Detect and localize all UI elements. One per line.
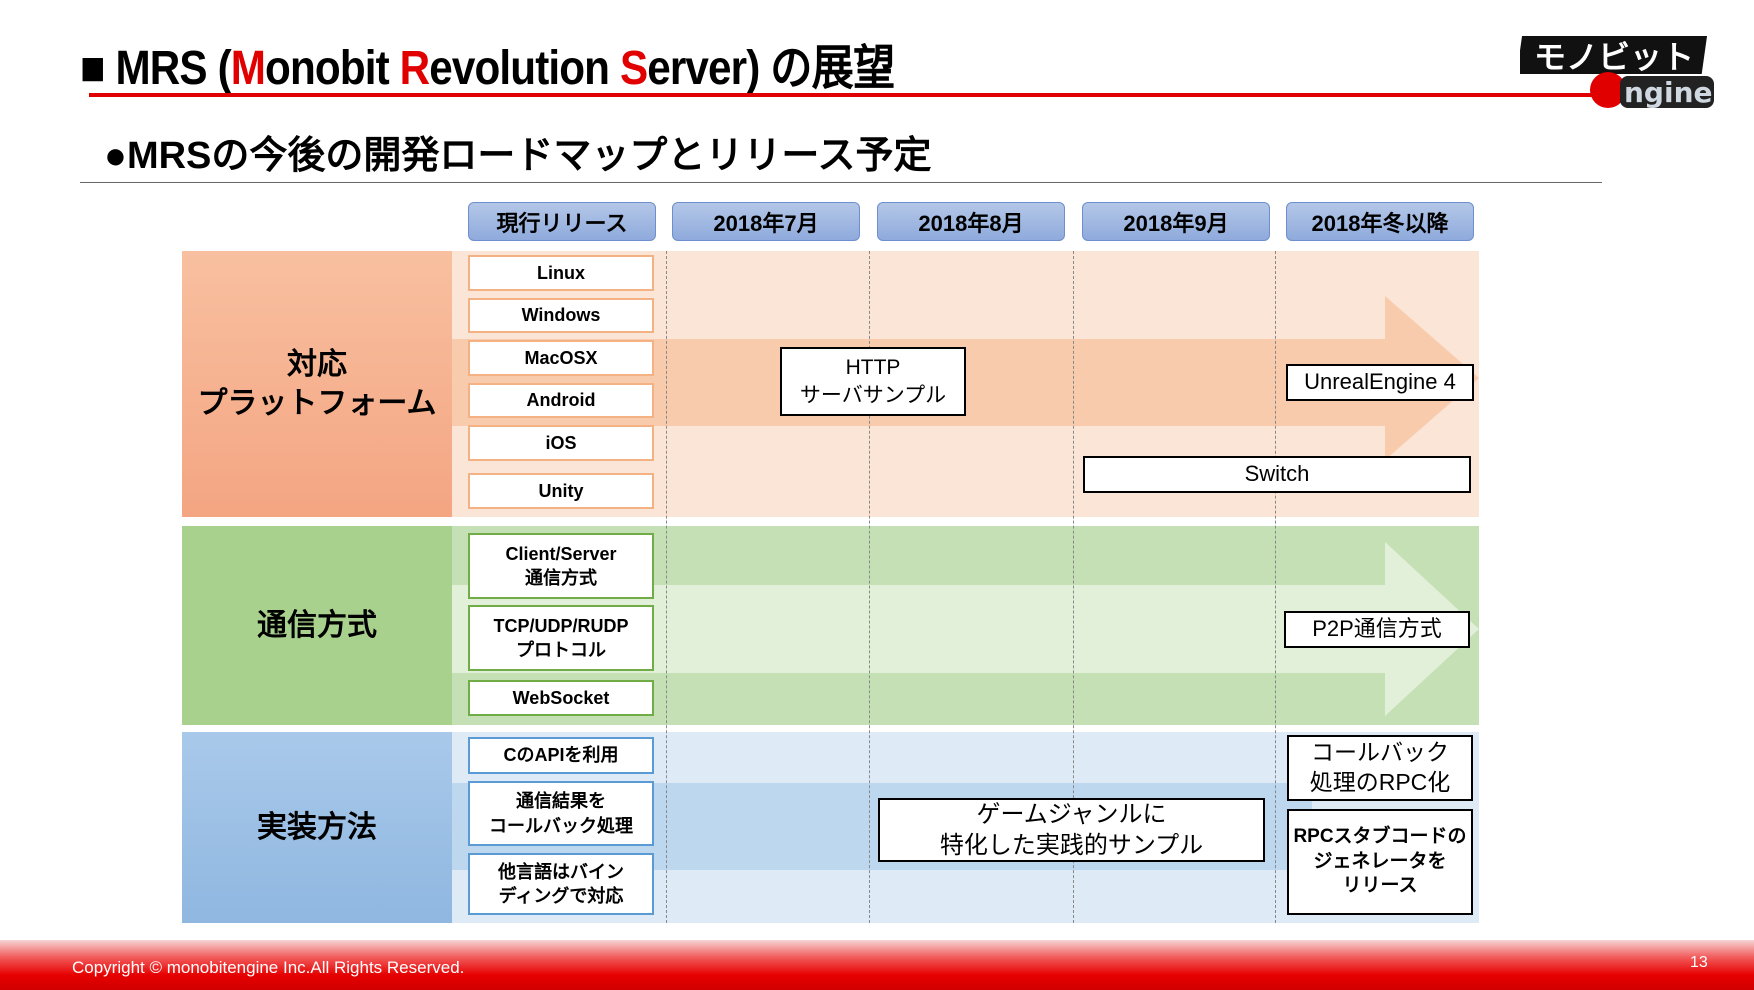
divider <box>80 182 1602 183</box>
platform-label: 対応プラットフォーム <box>182 251 452 517</box>
column-header-2018-08: 2018年8月 <box>877 202 1065 241</box>
platform-item: Windows <box>468 298 654 333</box>
svg-text:ngine: ngine <box>1624 76 1713 109</box>
impl-item: CのAPIを利用 <box>468 737 654 774</box>
column-header-2018-winter: 2018年冬以降 <box>1286 202 1474 241</box>
impl-item: 通信結果をコールバック処理 <box>468 781 654 846</box>
impl-item: 他言語はバインディングで対応 <box>468 853 654 915</box>
subtitle: ●MRSの今後の開発ロードマップとリリース予定 <box>104 135 932 177</box>
game-genre-sample-note: ゲームジャンルに特化した実践的サンプル <box>878 798 1265 862</box>
page-number: 13 <box>1690 954 1708 971</box>
column-divider <box>666 251 667 923</box>
comm-item: WebSocket <box>468 680 654 716</box>
comm-label: 通信方式 <box>182 526 452 725</box>
rpc-stub-generator-note: RPCスタブコードのジェネレータをリリース <box>1287 809 1473 915</box>
platform-item: Android <box>468 383 654 418</box>
svg-text:モノビット: モノビット <box>1534 38 1694 76</box>
monobit-engine-logo: モノビット ngine <box>1520 36 1714 109</box>
rpc-callback-note: コールバック処理のRPC化 <box>1287 735 1473 801</box>
column-divider <box>1275 251 1276 923</box>
footer-bar <box>0 940 1754 990</box>
copyright: Copyright © monobitengine Inc.All Rights… <box>72 958 465 977</box>
impl-label: 実装方法 <box>182 732 452 923</box>
comm-arrow <box>452 542 1479 716</box>
platform-item: Linux <box>468 255 654 291</box>
platform-item: MacOSX <box>468 340 654 376</box>
page-title: ■ MRS (Monobit Revolution Server) の展望 <box>80 42 895 95</box>
column-divider <box>869 251 870 923</box>
platform-item: iOS <box>468 425 654 461</box>
p2p-note: P2P通信方式 <box>1284 611 1470 648</box>
column-divider <box>1073 251 1074 923</box>
switch-note: Switch <box>1083 456 1471 493</box>
column-header-current: 現行リリース <box>468 202 656 241</box>
title-underline <box>89 93 1609 97</box>
column-header-2018-09: 2018年9月 <box>1082 202 1270 241</box>
column-header-2018-07: 2018年7月 <box>672 202 860 241</box>
platform-item: Unity <box>468 473 654 509</box>
unreal-engine-note: UnrealEngine 4 <box>1286 364 1474 401</box>
